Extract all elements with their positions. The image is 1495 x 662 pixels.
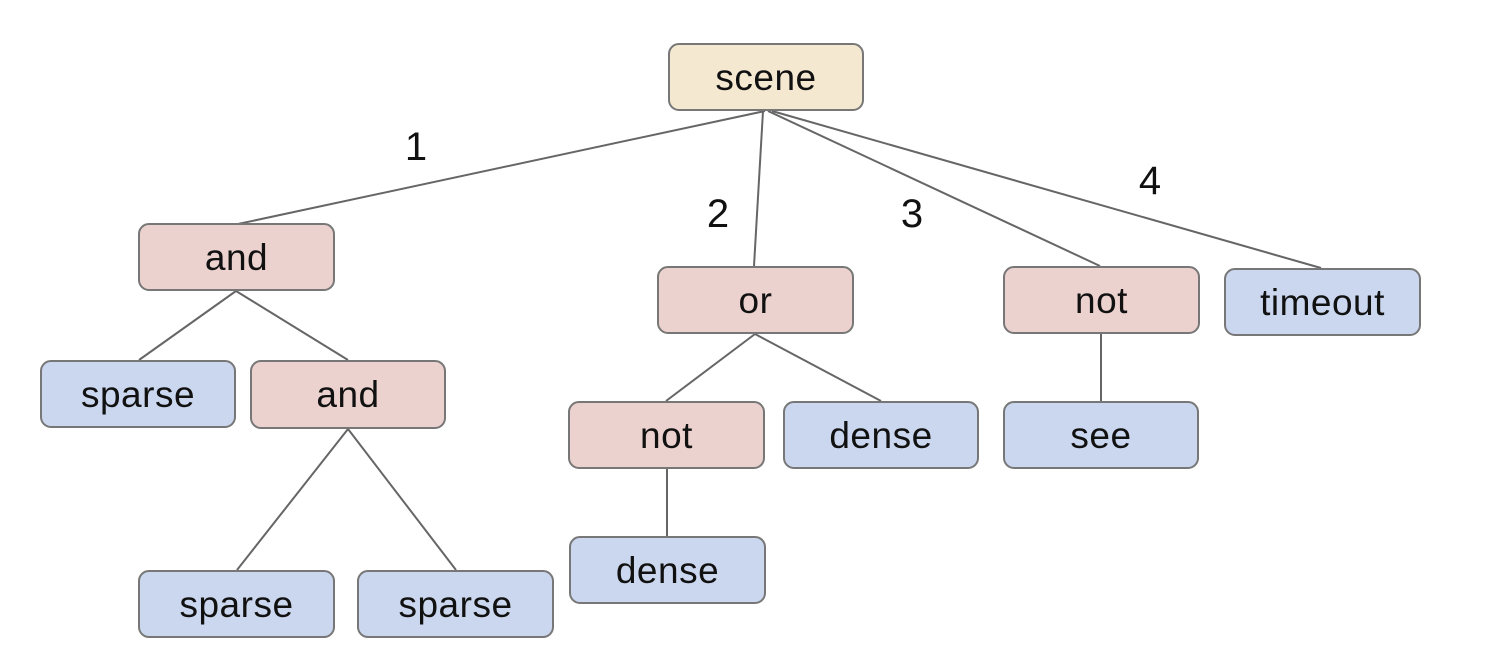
node-and-1: and (138, 223, 335, 291)
node-or: or (657, 266, 854, 334)
edge-scene-or (753, 110, 764, 267)
node-not-1: not (568, 401, 765, 469)
edge-and-and (235, 290, 349, 361)
edge-scene-not (767, 110, 1101, 267)
edge-label-4: 4 (1138, 159, 1162, 203)
edge-or-dense (754, 333, 882, 402)
edge-and2-sparse2 (347, 428, 457, 571)
edge-or-not (665, 333, 756, 402)
node-sparse-1: sparse (40, 360, 236, 428)
edge-and2-sparse (236, 428, 349, 571)
node-dense-2: dense (569, 536, 766, 604)
edge-label-2: 2 (706, 192, 730, 236)
edge-label-1: 1 (404, 125, 428, 169)
node-sparse-2: sparse (138, 570, 335, 638)
edge-scene-and (237, 110, 766, 225)
edge-scene-timeout (771, 110, 1322, 269)
node-dense-1: dense (783, 401, 979, 469)
edge-label-3: 3 (900, 192, 924, 236)
node-scene: scene (668, 43, 864, 111)
edge-and-sparse (138, 290, 237, 361)
node-sparse-3: sparse (357, 570, 554, 638)
node-and-2: and (250, 360, 446, 429)
node-not-2: not (1003, 266, 1200, 334)
node-timeout: timeout (1224, 268, 1421, 336)
node-see: see (1003, 401, 1199, 469)
